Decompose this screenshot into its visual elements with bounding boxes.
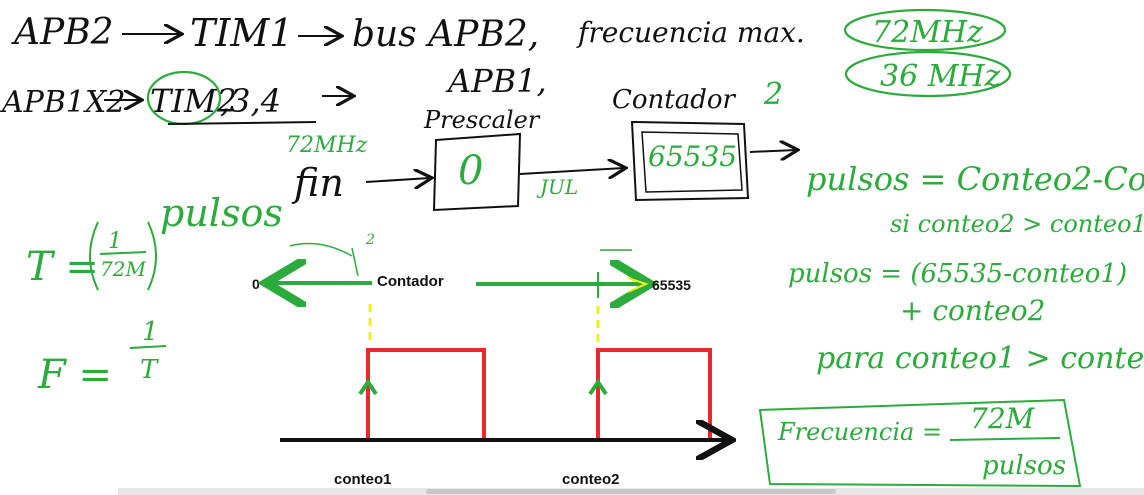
apb2-label: APB2 bbox=[11, 12, 114, 53]
prescaler-value: 0 bbox=[458, 148, 483, 194]
line1-notes: APB2 TIM1 bus APB2, frecuencia max. bbox=[11, 11, 805, 55]
right-formulas: pulsos = Conteo2-Conteo1 si conteo2 > co… bbox=[758, 160, 1144, 488]
timing-diagram: 0 Contador 65535 2 conteo1 conteo2 bbox=[252, 232, 728, 488]
tim-3-4-label: ,3,4 bbox=[220, 82, 281, 120]
eq-plus-conteo2: + conteo2 bbox=[900, 294, 1045, 327]
period-pulsos: pulsos bbox=[160, 191, 283, 235]
fin-label: fin bbox=[291, 161, 344, 205]
bus-apb2-label: bus APB2, bbox=[352, 14, 539, 55]
period-numerator: 1 bbox=[108, 229, 122, 254]
eq-condition-2: para conteo1 > conteo2 bbox=[816, 341, 1144, 376]
prescaler-box bbox=[432, 132, 522, 212]
frequency-fraction-bar bbox=[129, 345, 167, 349]
line2-notes: APB1X2 TIM2 ,3,4 APB1, Contador 2 bbox=[0, 62, 783, 126]
contador-number-2: 2 bbox=[763, 77, 783, 112]
rising-edge-marker-1 bbox=[358, 378, 378, 396]
max-frequency-label: frecuencia max. bbox=[576, 16, 805, 49]
freq-formula-lhs: Frecuencia = bbox=[777, 418, 942, 446]
scrollbar-thumb[interactable] bbox=[425, 489, 837, 494]
pulse-waveform bbox=[366, 348, 712, 442]
period-paren-right bbox=[147, 221, 157, 291]
circle-36mhz bbox=[844, 50, 1012, 98]
counter-axis-max: 65535 bbox=[652, 277, 691, 293]
underline-tim-group bbox=[167, 121, 317, 125]
arrow-fin-prescaler bbox=[365, 178, 430, 182]
apb1x2-label: APB1X2 bbox=[0, 85, 125, 120]
freq-72mhz: 72MHz bbox=[872, 15, 983, 50]
apb1-label: APB1, bbox=[445, 62, 547, 100]
timer-block-diagram: 72MHz fin Prescaler 0 JUL 65535 bbox=[286, 106, 796, 212]
freq-formula-numerator: 72M bbox=[970, 402, 1036, 435]
freq-formula-bar bbox=[949, 437, 1061, 441]
frequency-circles: 72MHz 36 MHz bbox=[843, 8, 1012, 98]
tim2-label: TIM2 bbox=[150, 82, 237, 120]
period-paren-left bbox=[89, 221, 99, 291]
contador-label: Contador bbox=[612, 85, 737, 115]
horizontal-scrollbar[interactable] bbox=[118, 488, 1144, 495]
conteo1-label: conteo1 bbox=[334, 471, 392, 488]
eq-pulsos-diff: pulsos = Conteo2-Conteo1 bbox=[806, 160, 1144, 198]
tim1-label: TIM1 bbox=[190, 11, 293, 55]
conteo1-tick bbox=[351, 247, 359, 277]
frequency-denominator: T bbox=[140, 355, 159, 385]
conteo1-span-mark bbox=[289, 242, 353, 257]
counter-box-inner bbox=[641, 131, 743, 193]
freq-formula-denominator: pulsos bbox=[982, 451, 1066, 481]
small-two-label: 2 bbox=[365, 232, 375, 248]
counter-value: 65535 bbox=[648, 140, 737, 173]
frequency-f-eq: F = bbox=[37, 352, 112, 398]
counter-axis-label: Contador bbox=[377, 273, 444, 290]
freq-formula-box bbox=[758, 398, 1082, 488]
rising-edge-marker-2 bbox=[588, 378, 608, 396]
counter-box bbox=[630, 120, 750, 202]
left-formulas: T = 1 72M pulsos F = 1 T bbox=[26, 191, 283, 398]
period-denominator: 72M bbox=[100, 257, 146, 281]
conteo2-label: conteo2 bbox=[562, 471, 620, 488]
arrow-prescaler-counter bbox=[519, 168, 624, 174]
frequency-numerator: 1 bbox=[142, 317, 159, 347]
arrow-counter-out bbox=[749, 150, 796, 152]
prescaler-label: Prescaler bbox=[423, 106, 541, 134]
period-t-eq: T = bbox=[26, 244, 99, 290]
period-fraction-bar bbox=[99, 251, 147, 255]
fin-frequency-label: 72MHz bbox=[286, 133, 368, 158]
freq-36mhz: 36 MHz bbox=[880, 59, 1001, 94]
counter-axis-zero: 0 bbox=[252, 276, 260, 292]
eq-condition-1: si conteo2 > conteo1 bbox=[890, 210, 1144, 238]
signal-label: JUL bbox=[536, 175, 578, 199]
counter-max-yellow-tick bbox=[627, 277, 649, 293]
eq-pulsos-wrap: pulsos = (65535-conteo1) bbox=[788, 259, 1127, 289]
circle-72mhz bbox=[843, 8, 1007, 52]
